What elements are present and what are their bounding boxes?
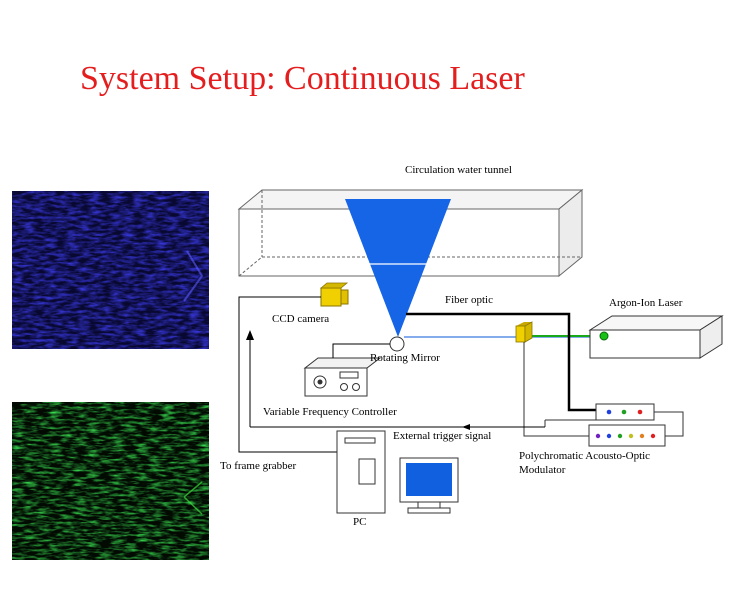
acousto-optic-modulator — [588, 403, 666, 447]
blue-flow-visualization-image — [12, 191, 209, 349]
modulator-label-line2: Modulator — [519, 464, 566, 476]
ccd-camera-label: CCD camera — [272, 313, 330, 325]
fiber-optic-label: Fiber optic — [445, 294, 493, 306]
argon-ion-laser — [588, 315, 724, 359]
pc-tower — [336, 430, 386, 514]
rotating-mirror — [389, 336, 405, 352]
fiber-coupler — [515, 321, 533, 343]
modulator-label-line1: Polychromatic Acousto-Optic — [519, 450, 651, 462]
argon-laser-label: Argon-Ion Laser — [609, 297, 683, 309]
controller-label: Variable Frequency Controller — [263, 406, 397, 418]
ccd-camera — [319, 282, 349, 307]
monitor — [399, 457, 459, 514]
rotating-mirror-label: Rotating Mirror — [370, 352, 440, 364]
pc-label: PC — [353, 516, 367, 528]
green-flow-visualization-image — [12, 402, 209, 560]
laser-sheet — [345, 199, 451, 337]
page-title: System Setup: Continuous Laser — [80, 60, 525, 97]
trigger-label: External trigger signal — [393, 430, 492, 442]
tunnel-label: Circulation water tunnel — [405, 164, 512, 176]
variable-frequency-controller — [303, 357, 382, 397]
fiber-optic-cable — [406, 312, 596, 412]
frame-grabber-label: To frame grabber — [220, 460, 297, 472]
